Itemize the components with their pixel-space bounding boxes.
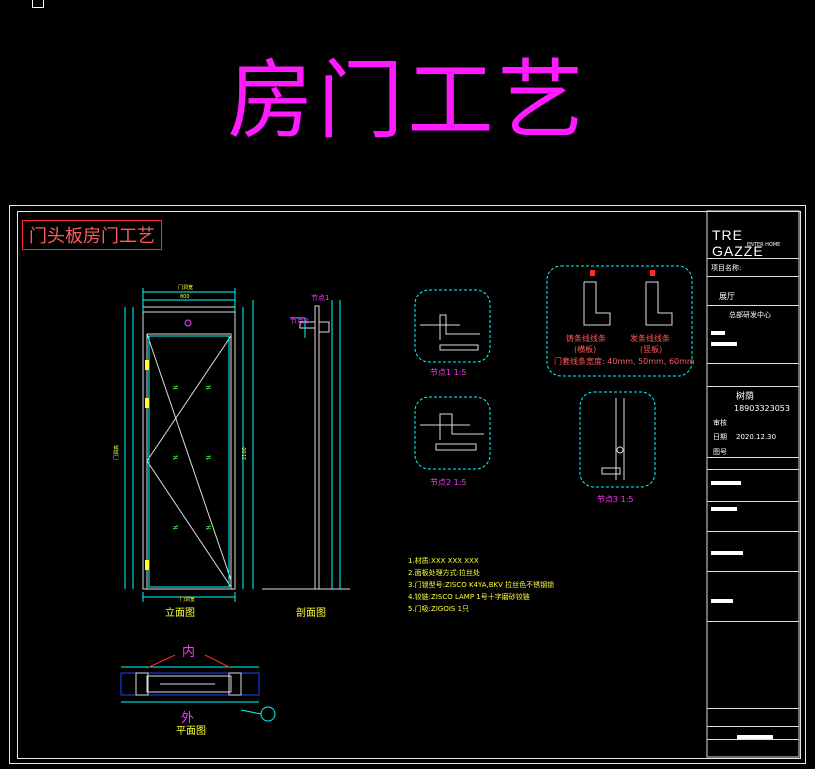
brand-sub: ENTER HOME xyxy=(747,242,781,248)
note-4: 4.铰链:ZISCO LAMP 1号十字磨砂铰链 xyxy=(408,593,530,601)
phone: 18903323053 xyxy=(734,404,790,413)
date: 2020.12.30 xyxy=(736,433,777,441)
trim-right-label: 发条线线条 xyxy=(630,334,670,343)
plan-label: 平面图 xyxy=(176,726,206,737)
corner-marker xyxy=(32,0,44,8)
center-name: 总部研发中心 xyxy=(729,311,771,319)
plan-outside-label: 外 xyxy=(181,711,195,726)
node2-caption: 节点2 1:5 xyxy=(430,478,467,487)
svg-text:≠: ≠ xyxy=(172,383,179,392)
node3-caption: 节点3 1:5 xyxy=(597,495,634,504)
sheet-title: 门头板房门工艺 xyxy=(22,220,162,250)
svg-text:≠: ≠ xyxy=(172,453,179,462)
label-review: 审核 xyxy=(713,419,727,427)
designer: 树荫 xyxy=(736,392,755,402)
trim-detail xyxy=(546,265,693,377)
project-label: 项目名称: xyxy=(711,264,742,272)
svg-text:≠: ≠ xyxy=(172,523,179,532)
title-block: TRE GAZZE ENTER HOME 项目名称: 展厅 总部研发中心 树荫 … xyxy=(707,211,799,757)
node1-caption: 节点1 1:5 xyxy=(430,368,467,377)
node3-detail xyxy=(579,391,656,488)
svg-text:门洞宽: 门洞宽 xyxy=(178,284,193,291)
drawing-frame-outer xyxy=(9,205,806,764)
project-name: 展厅 xyxy=(719,292,735,301)
page-title: 房门工艺 xyxy=(227,51,588,151)
note-1: 1.材质:XXX XXX XXX xyxy=(408,557,479,565)
svg-text:≠: ≠ xyxy=(205,383,212,392)
trim-left-sub: (横板) xyxy=(574,345,597,354)
drawing-frame-inner xyxy=(17,211,801,759)
svg-text:≠: ≠ xyxy=(205,453,212,462)
node1-detail xyxy=(414,289,491,363)
trim-right-sub: (竖板) xyxy=(640,345,663,354)
svg-text:800: 800 xyxy=(180,294,190,300)
node2-detail xyxy=(414,396,491,470)
elevation-label: 立面图 xyxy=(165,608,195,619)
title-block-frame xyxy=(706,210,800,758)
trim-left-label: 铸条线线条 xyxy=(566,334,606,343)
section-label: 剖面图 xyxy=(296,608,326,619)
svg-text:节点2: 节点2 xyxy=(290,317,308,325)
notes-list: 1.材质:XXX XXX XXX 2.面板处理方式:拉丝处 3.门锁型号:ZIS… xyxy=(408,555,554,615)
label-date: 日期 xyxy=(713,433,727,441)
svg-text:节点1: 节点1 xyxy=(311,294,329,302)
svg-text:门洞高: 门洞高 xyxy=(113,445,120,460)
svg-text:门洞宽: 门洞宽 xyxy=(180,596,195,603)
brand-logo: TRE GAZZE xyxy=(712,227,764,259)
elevation-dims xyxy=(124,288,244,602)
plan-view xyxy=(120,672,260,696)
section-view xyxy=(262,305,350,590)
svg-text:2100: 2100 xyxy=(242,447,248,460)
plan-inside-label: 内 xyxy=(182,645,196,660)
svg-text:≠: ≠ xyxy=(205,523,212,532)
note-5: 5.门吸:ZIGOIS 1只 xyxy=(408,605,470,613)
note-3: 3.门锁型号:ZISCO K4YA,BKV 拉丝色不锈钢锁 xyxy=(408,581,555,589)
note-2: 2.面板处理方式:拉丝处 xyxy=(408,569,481,577)
label-drawing-no: 图号 xyxy=(713,448,727,456)
trim-width-note: 门套线条宽度: 40mm, 50mm, 60mm xyxy=(554,357,695,366)
elevation-view xyxy=(142,306,236,590)
